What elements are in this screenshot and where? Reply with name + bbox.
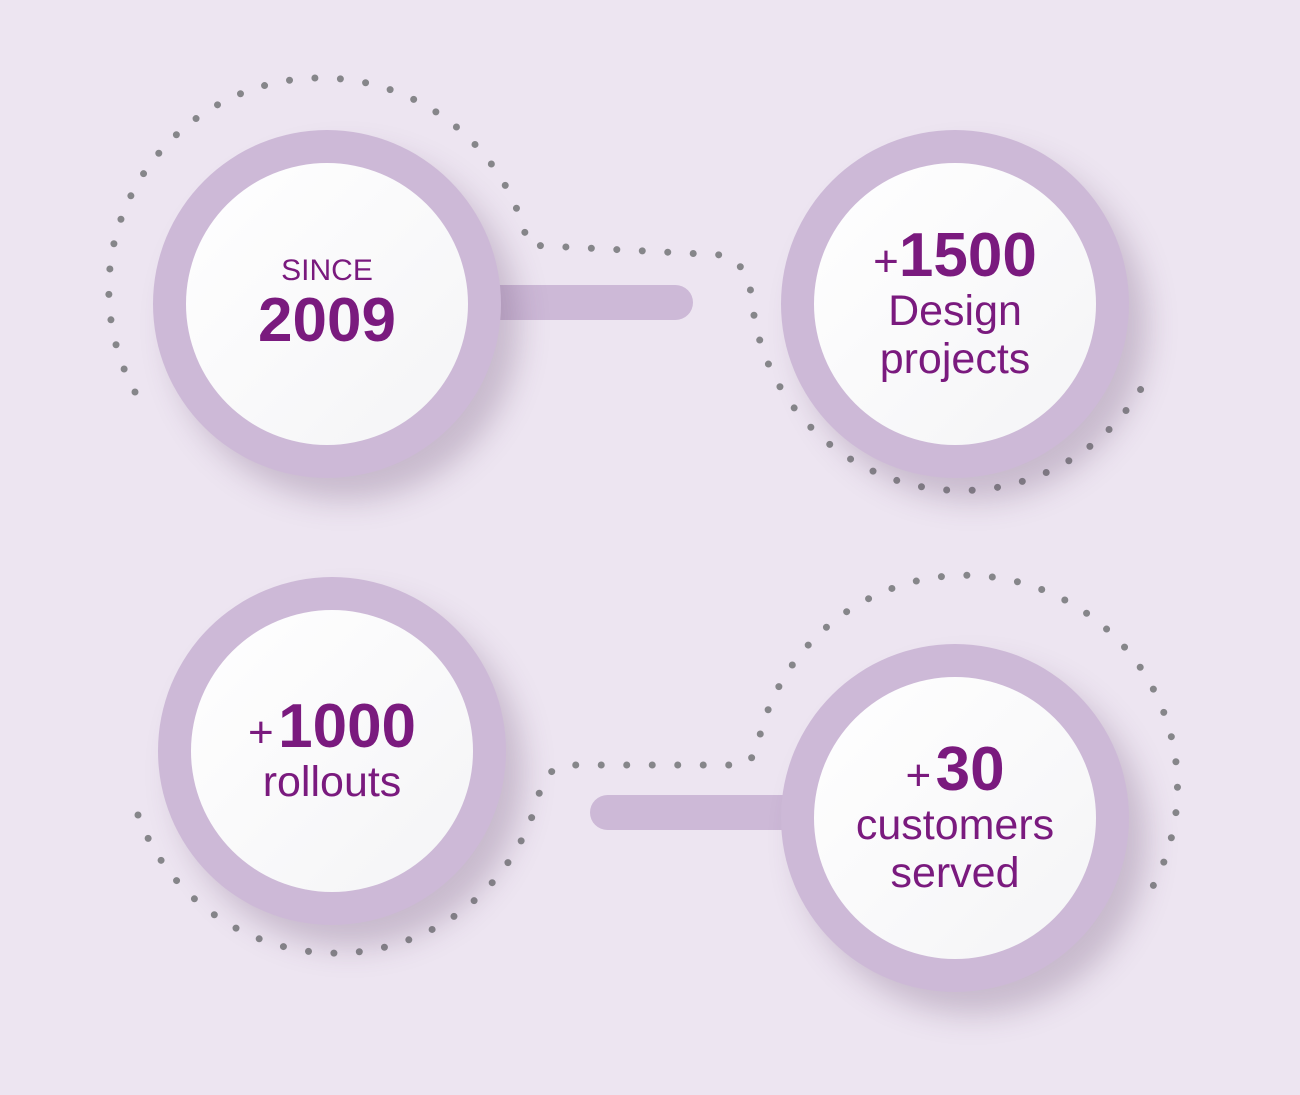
stat-value: 2009 (258, 286, 396, 355)
stat-label: Design (888, 287, 1022, 335)
connector-bar-bottom (590, 795, 810, 830)
stat-value: 30 (935, 735, 1005, 804)
stat-label: projects (879, 335, 1031, 383)
stat-design-projects: +1500 Design projects (781, 130, 1129, 478)
stat-prefix: + (873, 237, 899, 286)
stat-rollouts: + 1000 rollouts (158, 577, 506, 925)
stat-since-2009: SINCE 2009 (153, 130, 501, 478)
stat-value: 1000 (278, 692, 417, 761)
stat-prefix: + (247, 708, 274, 757)
stat-prefix: + (905, 751, 932, 800)
connector-bar-top (470, 285, 693, 320)
stat-label: rollouts (262, 758, 402, 806)
stat-label: served (890, 849, 1020, 897)
stat-prefix: SINCE (281, 254, 373, 287)
stat-value: 1500 (898, 221, 1037, 290)
dotted-path-top (105, 74, 1156, 495)
stat-customers-served: + 30 customers served (781, 644, 1129, 992)
stat-label: customers (855, 801, 1055, 849)
